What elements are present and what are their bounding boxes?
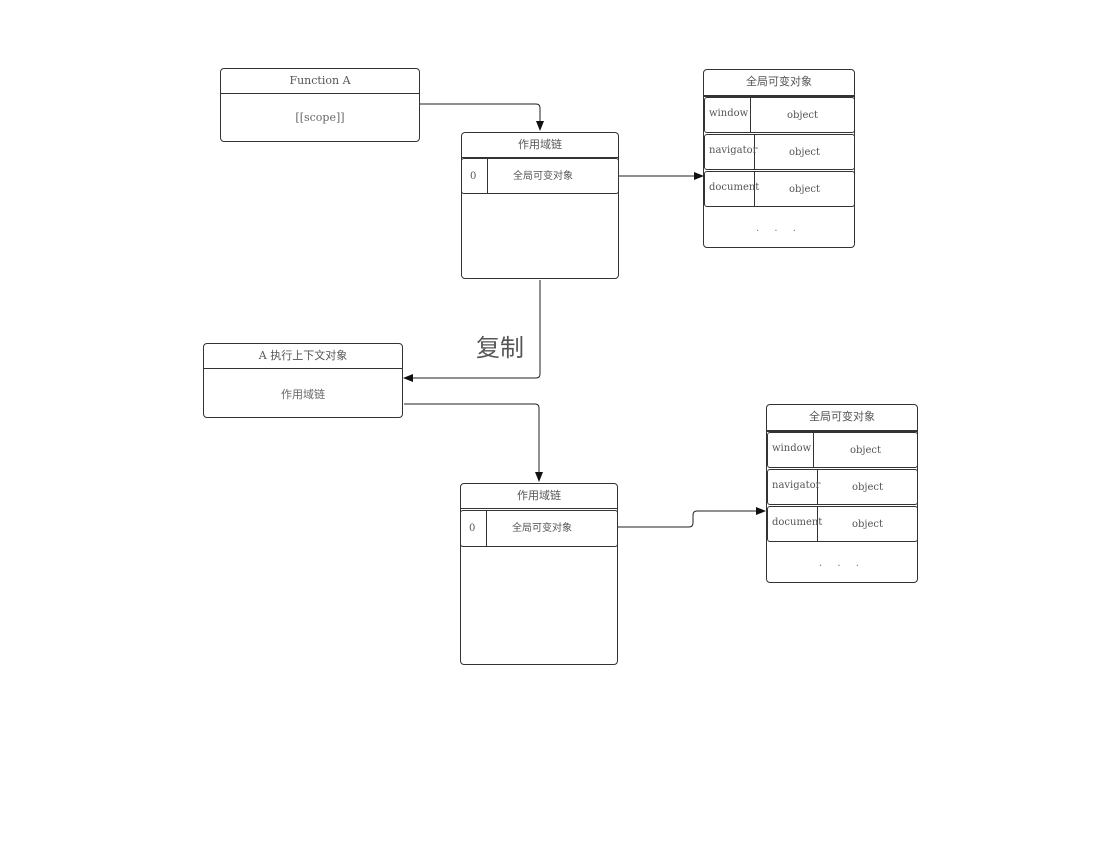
exec-context-body: 作用域链 bbox=[281, 388, 325, 401]
arrow-scope-to-chain-1 bbox=[383, 103, 544, 131]
global-object-2-value-navigator: object bbox=[851, 481, 884, 493]
scope-chain-1-title: 作用域链 bbox=[462, 133, 618, 158]
scope-chain-box-2: 作用域链 0 全局可变对象 bbox=[460, 483, 618, 665]
global-object-box-1: 全局可变对象 window object navigator object do… bbox=[703, 69, 855, 248]
function-a-scope: [[scope]] bbox=[295, 111, 345, 124]
scope-chain-2-row: 0 全局可变对象 bbox=[460, 510, 618, 547]
global-object-2-title: 全局可变对象 bbox=[767, 405, 917, 432]
global-object-1-title: 全局可变对象 bbox=[704, 70, 854, 97]
scope-chain-2-entry: 全局可变对象 bbox=[512, 523, 572, 534]
global-object-2-row-navigator: navigator object bbox=[767, 469, 918, 505]
global-object-1-key-window: window bbox=[705, 98, 751, 132]
global-object-2-row-document: document object bbox=[767, 506, 918, 542]
global-object-2-key-window: window bbox=[768, 433, 814, 467]
global-object-2-key-document: document bbox=[768, 507, 822, 541]
function-a-title: Function A bbox=[221, 69, 419, 94]
arrow-chain-2-to-global-2 bbox=[618, 507, 766, 528]
arrow-copy-to-exec-context bbox=[403, 280, 541, 382]
scope-chain-1-entry: 全局可变对象 bbox=[513, 171, 573, 182]
global-object-1-key-document: document bbox=[705, 172, 759, 206]
global-object-2-value-window: object bbox=[849, 444, 882, 456]
scope-chain-1-index: 0 bbox=[462, 159, 488, 193]
scope-chain-1-row: 0 全局可变对象 bbox=[461, 158, 619, 194]
copy-label: 复制 bbox=[476, 334, 524, 362]
scope-chain-2-index: 0 bbox=[461, 511, 487, 546]
global-object-1-value-window: object bbox=[786, 109, 819, 121]
function-a-box: Function A [[scope]] bbox=[220, 68, 420, 142]
global-object-2-row-window: window object bbox=[767, 432, 918, 468]
global-object-1-row-window: window object bbox=[704, 97, 855, 133]
global-object-2-ellipsis: · · · bbox=[819, 561, 865, 572]
global-object-1-value-navigator: object bbox=[788, 146, 821, 158]
exec-context-box: A 执行上下文对象 作用域链 bbox=[203, 343, 403, 418]
global-object-2-value-document: object bbox=[851, 518, 884, 530]
exec-context-title: A 执行上下文对象 bbox=[204, 344, 402, 369]
scope-chain-box-1: 作用域链 0 全局可变对象 bbox=[461, 132, 619, 279]
global-object-1-row-document: document object bbox=[704, 171, 855, 207]
arrow-exec-context-to-chain-2 bbox=[404, 403, 543, 482]
global-object-1-row-navigator: navigator object bbox=[704, 134, 855, 170]
global-object-2-key-navigator: navigator bbox=[768, 470, 820, 504]
scope-chain-2-title: 作用域链 bbox=[461, 484, 617, 509]
global-object-1-value-document: object bbox=[788, 183, 821, 195]
global-object-box-2: 全局可变对象 window object navigator object do… bbox=[766, 404, 918, 583]
global-object-1-key-navigator: navigator bbox=[705, 135, 757, 169]
global-object-1-ellipsis: · · · bbox=[756, 226, 802, 237]
